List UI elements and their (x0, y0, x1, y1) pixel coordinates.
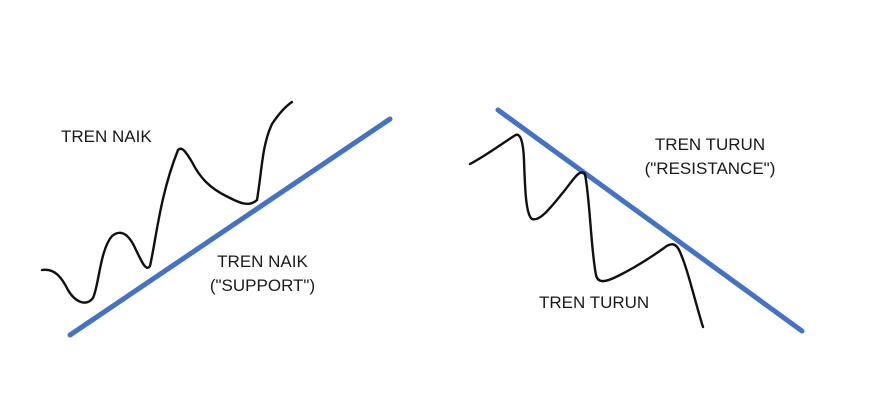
resistance-trendline (495, 107, 805, 334)
resistance-label-line1: TREN TURUN (654, 135, 766, 154)
downtrend-price-path (468, 133, 705, 329)
downtrend-price-label: TREN TURUN (539, 293, 650, 312)
support-label-line2: ("SUPPORT") (209, 276, 316, 295)
support-label-line1: TREN NAIK (217, 252, 308, 271)
uptrend-price-path (40, 100, 294, 304)
uptrend-price-label: TREN NAIK (61, 127, 152, 146)
support-trendline (67, 116, 393, 338)
resistance-label-line2: ("RESISTANCE") (644, 159, 776, 178)
resistance-label: TREN TURUN ("RESISTANCE") (630, 134, 790, 180)
support-label: TREN NAIK ("SUPPORT") (195, 251, 330, 297)
